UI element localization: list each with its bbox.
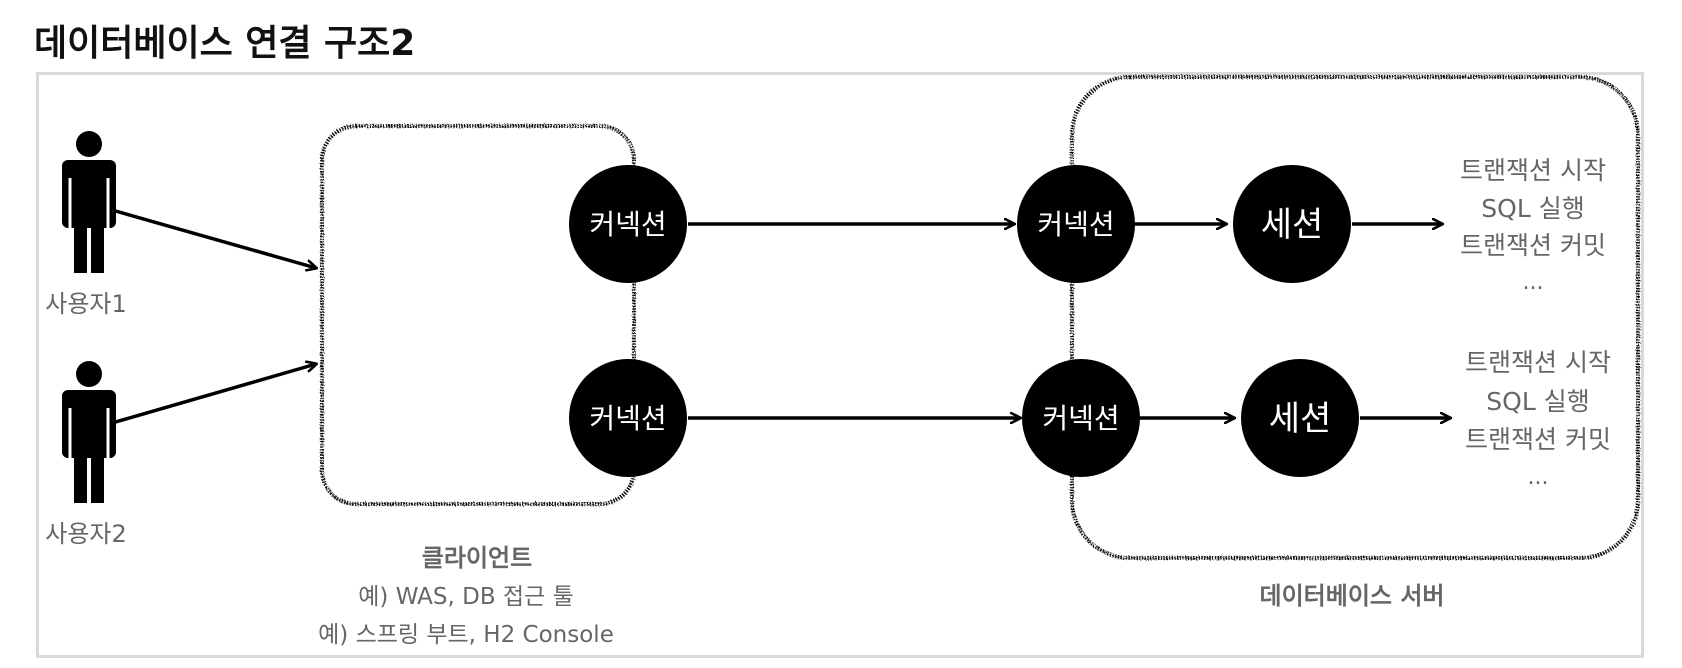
task-line: SQL 실행: [1481, 194, 1584, 223]
server-connection-node: [1022, 359, 1140, 477]
task-line: 트랜잭션 시작: [1460, 156, 1606, 185]
database-server-box: [1070, 75, 1640, 560]
client-description-line: 예) WAS, DB 접근 툴: [358, 584, 573, 610]
person-icon: [62, 361, 116, 503]
user-label: 사용자2: [45, 520, 127, 548]
client-box: [320, 124, 636, 506]
client-connection-node: [569, 359, 687, 477]
server-connection-label: 커넥션: [1042, 402, 1119, 435]
user1-to-client-arrow: [111, 208, 316, 268]
session-label: 세션: [1261, 205, 1324, 245]
session-node: [1233, 165, 1351, 283]
server-connection-node: [1017, 165, 1135, 283]
page-title: 데이터베이스 연결 구조2: [34, 23, 416, 64]
user-label: 사용자1: [45, 290, 127, 318]
task-line: 트랜잭션 커밋: [1460, 231, 1606, 260]
server-connection-label: 커넥션: [1037, 208, 1114, 241]
task-line: SQL 실행: [1486, 387, 1589, 416]
user2-to-client-arrow: [111, 364, 316, 425]
task-line: ...: [1523, 270, 1544, 295]
client-connection-label: 커넥션: [589, 208, 666, 241]
client-connection-label: 커넥션: [589, 402, 666, 435]
client-connection-node: [569, 165, 687, 283]
diagram-frame: [36, 72, 1644, 658]
task-line: ...: [1528, 465, 1549, 490]
session-node: [1241, 359, 1359, 477]
session-label: 세션: [1269, 399, 1332, 439]
task-line: 트랜잭션 시작: [1465, 348, 1611, 377]
task-line: 트랜잭션 커밋: [1465, 425, 1611, 454]
client-title: 클라이언트: [422, 544, 532, 572]
server-title: 데이터베이스 서버: [1260, 582, 1445, 610]
client-description-line: 예) 스프링 부트, H2 Console: [318, 622, 614, 648]
person-icon: [62, 131, 116, 273]
